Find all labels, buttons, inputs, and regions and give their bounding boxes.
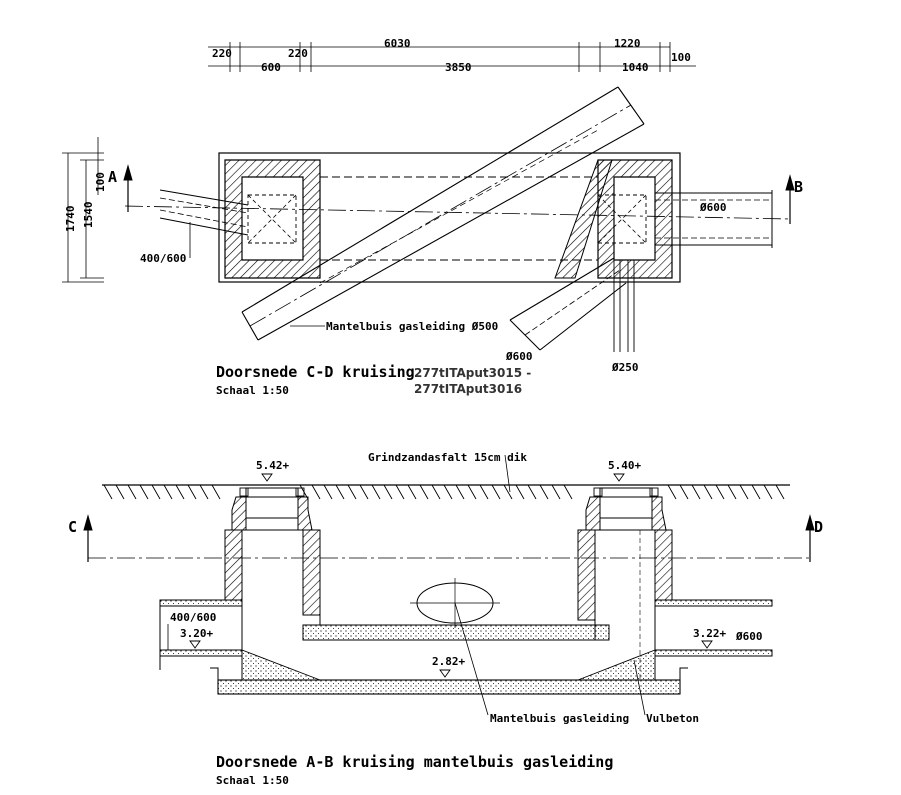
label-casing-500: Mantelbuis gasleiding Ø500 [326,320,498,333]
dim-600: 600 [261,61,281,74]
dim-100-top: 100 [671,51,691,64]
scale-section-cd: Schaal 1:50 [216,384,289,397]
label-pipe-600-right: Ø600 [699,201,727,214]
dim-1540: 1540 [82,202,95,229]
title-section-ab: Doorsnede A-B kruising mantelbuis gaslei… [216,753,613,771]
label-vulbeton: Vulbeton [646,712,699,725]
label-surface: Grindzandasfalt 15cm dik [368,451,527,464]
reference-line-1: 277tITAput3015 - [414,366,531,380]
marker-b: B [794,178,803,196]
labels: 220 220 6030 1220 600 3850 1040 100 1740… [64,37,823,787]
dim-1040: 1040 [622,61,649,74]
label-casing-ab: Mantelbuis gasleiding [490,712,629,725]
dim-1220: 1220 [614,37,641,50]
label-pipe-400-600: 400/600 [140,252,186,265]
level-left-top: 5.42+ [256,459,289,472]
label-pipe-250: Ø250 [611,361,639,374]
marker-d: D [814,518,823,536]
level-bottom: 2.82+ [432,655,465,668]
dim-100-left: 100 [94,172,107,192]
level-right-top: 5.40+ [608,459,641,472]
level-right-pipe: 3.22+ [693,627,726,640]
label-pipe-600-lower: Ø600 [505,350,533,363]
marker-a: A [108,168,117,186]
title-section-cd: Doorsnede C-D kruising [216,363,415,381]
marker-c: C [68,518,77,536]
label-pipe-600-ab: Ø600 [735,630,763,643]
reference-line-2: 277tITAput3016 [414,382,522,396]
dim-3850: 3850 [445,61,472,74]
dim-220-left: 220 [212,47,232,60]
section-cd-plan [62,42,795,352]
label-pipe-400-600-ab: 400/600 [170,611,216,624]
scale-section-ab: Schaal 1:50 [216,774,289,787]
level-left-pipe: 3.20+ [180,627,213,640]
dim-1740: 1740 [64,206,77,233]
dim-220-right: 220 [288,47,308,60]
dim-6030: 6030 [384,37,411,50]
section-ab-profile [83,454,815,716]
